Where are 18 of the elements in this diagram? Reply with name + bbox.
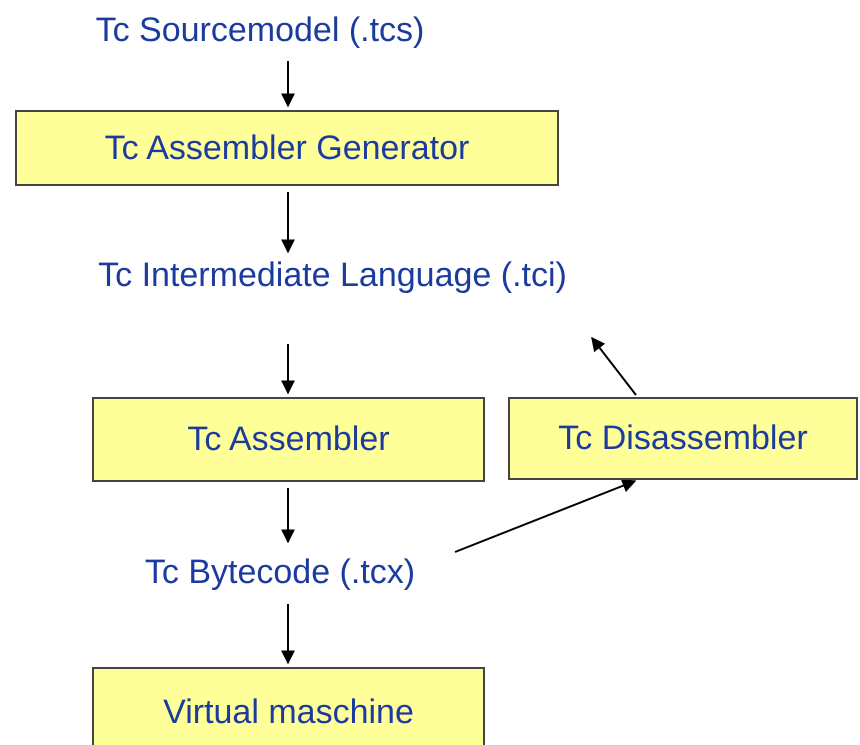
file-label: Tc Intermediate Language (.tci) bbox=[98, 256, 567, 295]
arrow bbox=[281, 604, 295, 664]
arrow bbox=[281, 192, 295, 254]
arrow bbox=[281, 344, 295, 394]
arrow bbox=[281, 488, 295, 544]
file-label: Tc Sourcemodel (.tcs) bbox=[96, 10, 424, 50]
arrow bbox=[454, 479, 636, 553]
process-box bbox=[15, 110, 559, 186]
process-box bbox=[92, 397, 485, 482]
box-label: Tc Assembler bbox=[187, 420, 390, 459]
arrow bbox=[591, 336, 637, 396]
process-box bbox=[92, 667, 485, 745]
file-label: Tc Bytecode (.tcx) bbox=[144, 552, 416, 592]
arrow bbox=[281, 61, 295, 108]
box-label: Tc Disassembler bbox=[558, 419, 808, 458]
process-box bbox=[508, 397, 858, 480]
box-label: Tc Assembler Generator bbox=[104, 128, 470, 168]
box-label: Virtual maschine bbox=[163, 692, 414, 732]
